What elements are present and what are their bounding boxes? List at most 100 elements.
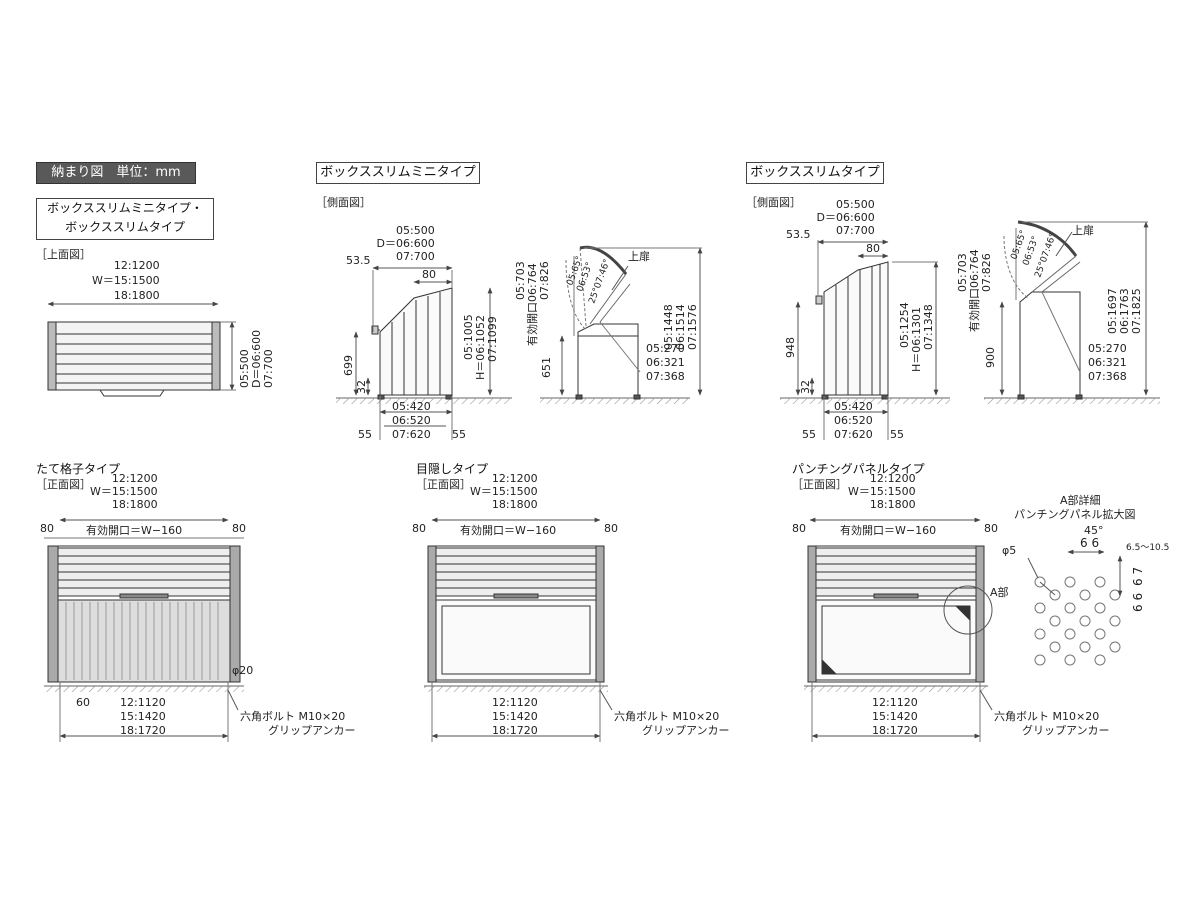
- blind-anchor: 六角ボルト M10×20 グリップアンカー: [614, 710, 730, 738]
- mini-side-open: [540, 245, 703, 404]
- slim-lower-06: 06:321: [1088, 356, 1127, 369]
- punching-width-18: 18:1800: [869, 498, 916, 511]
- lattice-side-left: 80: [40, 522, 54, 535]
- blind-side-right: 80: [604, 522, 618, 535]
- lattice-anchor-2: グリップアンカー: [268, 724, 356, 737]
- slim-setback: 53.5: [786, 228, 811, 241]
- mini-depth-07: 07:700: [396, 250, 435, 263]
- slim-lid-depth: 80: [866, 242, 880, 255]
- lattice-width-18: 18:1800: [111, 498, 158, 511]
- detail-range: 6.5〜10.5: [1126, 543, 1170, 553]
- mini-depth-06: D＝06:600: [376, 237, 435, 250]
- lattice-width-dims: 12:1200 W＝15:1500 18:1800: [90, 472, 158, 511]
- front-blind: [424, 517, 613, 742]
- punching-width-15: W＝15:1500: [848, 485, 916, 498]
- punching-front-label: ［正面図］: [792, 478, 847, 491]
- top-width-dims: 12:1200 W＝15:1500 18:1800: [92, 258, 160, 303]
- punching-anchor-1: 六角ボルト M10×20: [994, 710, 1100, 723]
- detail-marker: A部: [990, 586, 1009, 599]
- types-header-line2: ボックススリムタイプ: [65, 220, 185, 234]
- lattice-width-15: W＝15:1500: [90, 485, 158, 498]
- slim-base-06: 06:520: [834, 414, 873, 427]
- detail-pitch-top: 6 6: [1080, 536, 1100, 550]
- punching-inner-18: 18:1720: [872, 724, 918, 737]
- blind-side-left: 80: [412, 522, 426, 535]
- blind-inner-15: 15:1420: [492, 710, 538, 723]
- top-view-drawing: [47, 301, 236, 397]
- blind-front-label: ［正面図］: [416, 478, 471, 491]
- blind-width-12: 12:1200: [491, 472, 538, 485]
- punching-side-left: 80: [792, 522, 806, 535]
- blind-type-title: 目隠しタイプ: [416, 462, 489, 476]
- slim-lower-depths: 05:270 06:321 07:368: [1088, 342, 1127, 384]
- width-dim-18: 18:1800: [113, 289, 160, 302]
- slim-base-05: 05:420: [834, 400, 873, 413]
- lattice-anchor: 六角ボルト M10×20 グリップアンカー: [240, 710, 356, 738]
- punching-inner-dims: 12:1120 15:1420 18:1720: [872, 696, 918, 738]
- punching-side-right: 80: [984, 522, 998, 535]
- slim-depth-07: 07:700: [836, 224, 875, 237]
- punching-inner-12: 12:1120: [872, 696, 918, 709]
- slim-base-depths: 05:420 06:520 07:620: [834, 400, 873, 442]
- mini-side-closed: [336, 265, 512, 440]
- mini-setback: 53.5: [346, 254, 371, 267]
- title-badge: 納まり図 単位：mm: [36, 162, 196, 184]
- punching-width-dims: 12:1200 W＝15:1500 18:1800: [848, 472, 916, 511]
- front-punching: [804, 517, 993, 742]
- mini-foot-right: 55: [452, 428, 466, 441]
- detail-angle: 45°: [1084, 524, 1104, 537]
- lattice-width-12: 12:1200: [111, 472, 158, 485]
- lattice-inner-15: 15:1420: [120, 710, 166, 723]
- detail-title-1: A部詳細: [1060, 494, 1101, 507]
- lattice-side-right: 80: [232, 522, 246, 535]
- blind-width-18: 18:1800: [491, 498, 538, 511]
- slim-base-07: 07:620: [834, 428, 873, 441]
- punching-inner-15: 15:1420: [872, 710, 918, 723]
- lattice-front-label: ［正面図］: [36, 478, 91, 491]
- mini-base-05: 05:420: [392, 400, 431, 413]
- types-header-line1: ボックススリムミニタイプ・: [47, 201, 203, 215]
- punching-width-12: 12:1200: [869, 472, 916, 485]
- top-view-label: ［上面図］: [36, 248, 91, 261]
- mini-upper-door: 上扉: [628, 250, 650, 263]
- mini-lower-05: 05:270: [646, 342, 685, 355]
- mini-side-view-label: ［側面図］: [316, 196, 371, 209]
- slim-side-view-label: ［側面図］: [746, 196, 801, 209]
- lattice-type-title: たて格子タイプ: [36, 462, 121, 476]
- slim-lower-07: 07:368: [1088, 370, 1127, 383]
- punching-detail: [1027, 549, 1123, 666]
- lattice-anchor-1: 六角ボルト M10×20: [240, 710, 346, 723]
- blind-width-dims: 12:1200 W＝15:1500 18:1800: [470, 472, 538, 511]
- punching-opening: 有効開口＝W−160: [840, 524, 937, 537]
- mini-type-header: ボックススリムミニタイプ: [316, 162, 480, 184]
- mini-lower-07: 07:368: [646, 370, 685, 383]
- types-header: ボックススリムミニタイプ・ ボックススリムタイプ: [36, 198, 214, 240]
- detail-hole: φ5: [1002, 544, 1017, 557]
- slim-type-header: ボックススリムタイプ: [746, 162, 884, 184]
- width-dim-12: 12:1200: [113, 259, 160, 272]
- detail-title-2: パンチングパネル拡大図: [1014, 508, 1136, 521]
- front-lattice: [44, 517, 244, 742]
- mini-lower-depths: 05:270 06:321 07:368: [646, 342, 685, 384]
- lattice-inner-12: 12:1120: [120, 696, 166, 709]
- mini-depth-dims: 05:500 D＝06:600 07:700: [377, 224, 435, 263]
- blind-anchor-1: 六角ボルト M10×20: [614, 710, 720, 723]
- lattice-opening: 有効開口＝W−160: [86, 524, 183, 537]
- mini-base-07: 07:620: [392, 428, 431, 441]
- blind-inner-18: 18:1720: [492, 724, 538, 737]
- slim-side-open: [984, 220, 1160, 404]
- slim-lower-05: 05:270: [1088, 342, 1127, 355]
- blind-anchor-2: グリップアンカー: [642, 724, 730, 737]
- mini-base-06: 06:520: [392, 414, 431, 427]
- mini-lid-depth: 80: [422, 268, 436, 281]
- blind-inner-dims: 12:1120 15:1420 18:1720: [492, 696, 538, 738]
- mini-depth-05: 05:500: [396, 224, 435, 237]
- blind-width-15: W＝15:1500: [470, 485, 538, 498]
- slim-foot-right: 55: [890, 428, 904, 441]
- punching-anchor: 六角ボルト M10×20 グリップアンカー: [994, 710, 1110, 738]
- slim-depth-dims: 05:500 D＝06:600 07:700: [817, 198, 875, 237]
- lattice-post: φ20: [232, 664, 254, 677]
- slim-side-closed: [780, 239, 950, 440]
- lattice-inner-dims: 12:1120 15:1420 18:1720: [120, 696, 166, 738]
